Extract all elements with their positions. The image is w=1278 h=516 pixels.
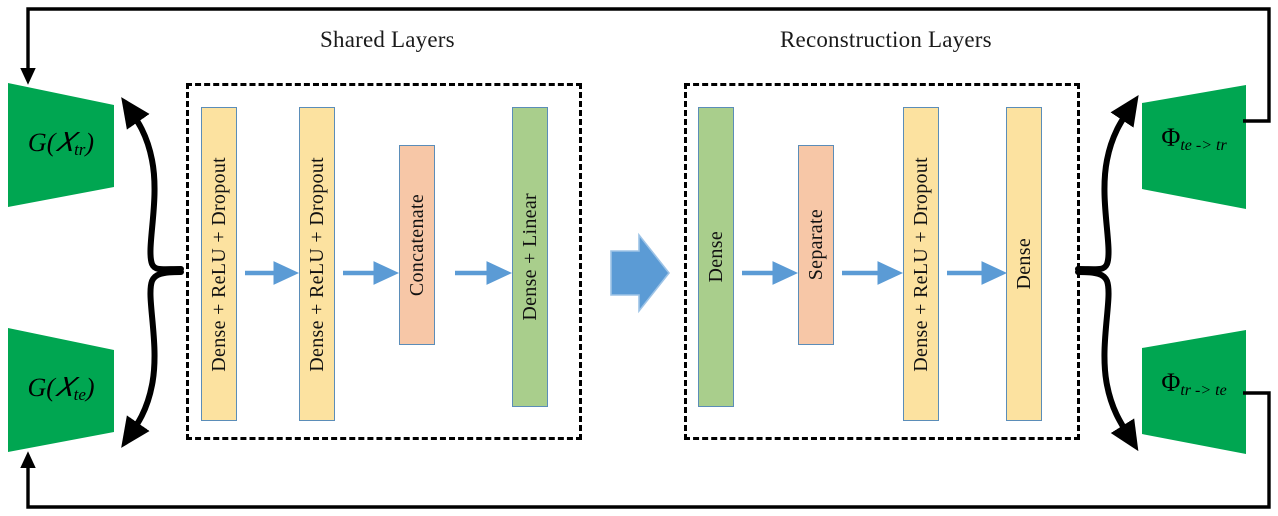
input-test-text: G(𝑋 (27, 373, 74, 402)
shared-layer-2[interactable]: Dense + ReLU + Dropout (299, 107, 335, 421)
reconstruction-layers-title: Reconstruction Layers (780, 27, 992, 52)
reconstruction-layer-4[interactable]: Dense (1006, 107, 1042, 421)
output-tr-to-te-block[interactable]: Φtr -> te (1142, 330, 1246, 454)
shared-layer-3[interactable]: Concatenate (399, 145, 435, 345)
reconstruction-layer-1-label: Dense (705, 231, 727, 283)
output-tr-to-te-label: Φtr -> te (1142, 368, 1246, 400)
reconstruction-layer-2[interactable]: Separate (798, 145, 834, 345)
output-te-to-tr-block[interactable]: Φte -> tr (1142, 85, 1246, 209)
shared-layer-4-label: Dense + Linear (519, 193, 541, 321)
input-test-close: ) (85, 373, 95, 402)
input-train-block[interactable]: G(𝑋tr) (8, 83, 114, 207)
input-test-label: G(𝑋te) (8, 373, 114, 405)
shared-layers-title: Shared Layers (320, 27, 455, 52)
input-train-sub: tr (74, 140, 86, 159)
shared-layer-1[interactable]: Dense + ReLU + Dropout (201, 107, 237, 421)
phi-symbol: Φ (1161, 123, 1181, 152)
shared-layer-2-label: Dense + ReLU + Dropout (306, 156, 328, 372)
input-train-text: G(𝑋 (27, 128, 75, 157)
shared-layer-3-label: Concatenate (406, 193, 428, 297)
input-test-sub: te (73, 385, 86, 404)
input-train-label: G(𝑋tr) (8, 128, 114, 160)
reconstruction-layer-3-label: Dense + ReLU + Dropout (910, 156, 932, 372)
phi-symbol: Φ (1161, 368, 1181, 397)
output-brace (1075, 95, 1139, 452)
reconstruction-layer-1[interactable]: Dense (698, 107, 734, 407)
reconstruction-layer-2-label: Separate (805, 209, 827, 281)
output-tr-to-te-sub: tr -> te (1180, 382, 1227, 399)
shared-layer-1-label: Dense + ReLU + Dropout (208, 156, 230, 372)
stage-transition-arrow (610, 232, 671, 314)
reconstruction-layer-4-label: Dense (1013, 238, 1035, 290)
input-test-block[interactable]: G(𝑋te) (8, 328, 114, 452)
output-te-to-tr-sub: te -> tr (1180, 137, 1227, 154)
input-train-close: ) (85, 128, 95, 157)
input-brace (121, 97, 184, 448)
output-te-to-tr-label: Φte -> tr (1142, 123, 1246, 155)
reconstruction-layer-3[interactable]: Dense + ReLU + Dropout (903, 107, 939, 421)
shared-layer-4[interactable]: Dense + Linear (512, 107, 548, 407)
